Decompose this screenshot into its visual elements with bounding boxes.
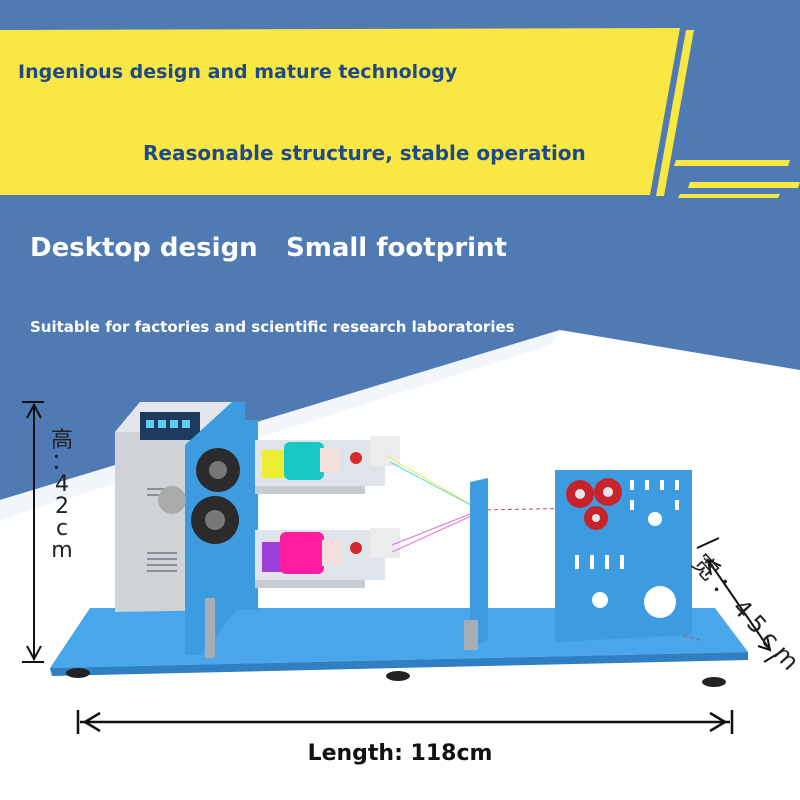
foot xyxy=(66,668,90,678)
height-label: 高 ： 4 2 c m xyxy=(47,430,77,562)
lower-rail xyxy=(255,580,365,588)
foot xyxy=(386,671,410,681)
height-dimension-arrow xyxy=(22,401,44,663)
wheel-hub xyxy=(209,461,227,479)
pulley xyxy=(158,486,186,514)
foot xyxy=(702,677,726,687)
feature-small-footprint: Small footprint xyxy=(286,233,507,263)
banner-stripe-2 xyxy=(674,160,790,166)
height-label-char: c xyxy=(55,516,69,541)
tension-knob xyxy=(350,452,362,464)
cyan-spool xyxy=(284,442,324,480)
panel-hole xyxy=(592,592,608,608)
panel-button[interactable] xyxy=(146,420,154,428)
thread-guide-box xyxy=(370,528,400,558)
roller-hub xyxy=(575,489,585,499)
spool-cap xyxy=(322,540,342,566)
yellow-banner xyxy=(0,28,680,195)
height-label-char: 高 xyxy=(50,428,73,453)
length-label: Length: 118cm xyxy=(307,741,493,766)
headline-secondary: Reasonable structure, stable operation xyxy=(143,141,586,165)
panel-button[interactable] xyxy=(182,420,190,428)
banner-stripe-4 xyxy=(678,194,780,198)
spool-cap xyxy=(320,448,340,472)
length-dimension-arrow xyxy=(76,710,734,734)
roller-hub xyxy=(592,514,600,522)
wheel-hub xyxy=(205,510,225,530)
height-label-char: ： xyxy=(50,450,73,475)
tension-knob xyxy=(350,542,362,554)
banner-stripe-3 xyxy=(688,182,800,188)
magenta-spool xyxy=(280,532,324,574)
upper-rail xyxy=(255,486,365,494)
height-label-char: 4 xyxy=(55,472,69,497)
feature-desktop-design: Desktop design xyxy=(30,233,258,263)
height-label-char: m xyxy=(51,538,73,563)
banner-stripe-1 xyxy=(656,30,694,196)
height-label-char: 2 xyxy=(55,494,69,519)
suitability-subtitle: Suitable for factories and scientific re… xyxy=(30,318,515,336)
panel-slots xyxy=(575,480,679,569)
base-plate-edge xyxy=(50,652,748,676)
roller-hub xyxy=(603,487,613,497)
panel-hole xyxy=(644,586,676,618)
guide-post xyxy=(470,478,488,648)
panel-hole xyxy=(648,512,662,526)
guide-rail xyxy=(205,598,215,658)
width-dimension-arrow xyxy=(696,537,785,663)
panel-button[interactable] xyxy=(170,420,178,428)
guide-post-base xyxy=(464,620,478,650)
panel-button[interactable] xyxy=(158,420,166,428)
headline-primary: Ingenious design and mature technology xyxy=(18,61,458,83)
